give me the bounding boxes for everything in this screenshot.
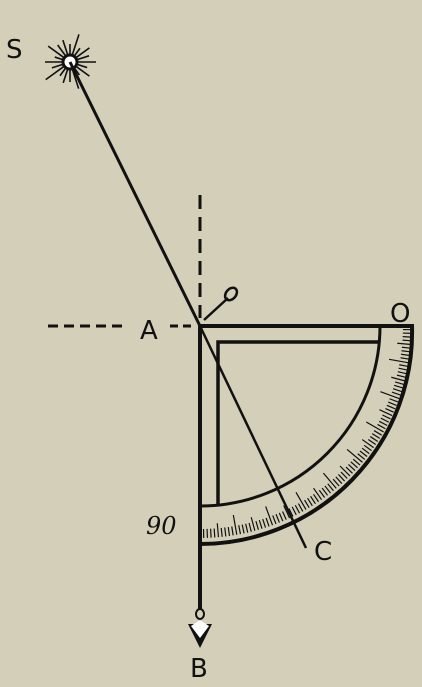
label-point-b: B — [190, 654, 208, 682]
label-ninety-degrees: 90 — [146, 512, 177, 540]
label-point-a: A — [140, 316, 158, 346]
label-point-c: C — [314, 537, 332, 567]
label-sun: S — [6, 35, 23, 65]
label-point-o: O — [390, 299, 410, 329]
